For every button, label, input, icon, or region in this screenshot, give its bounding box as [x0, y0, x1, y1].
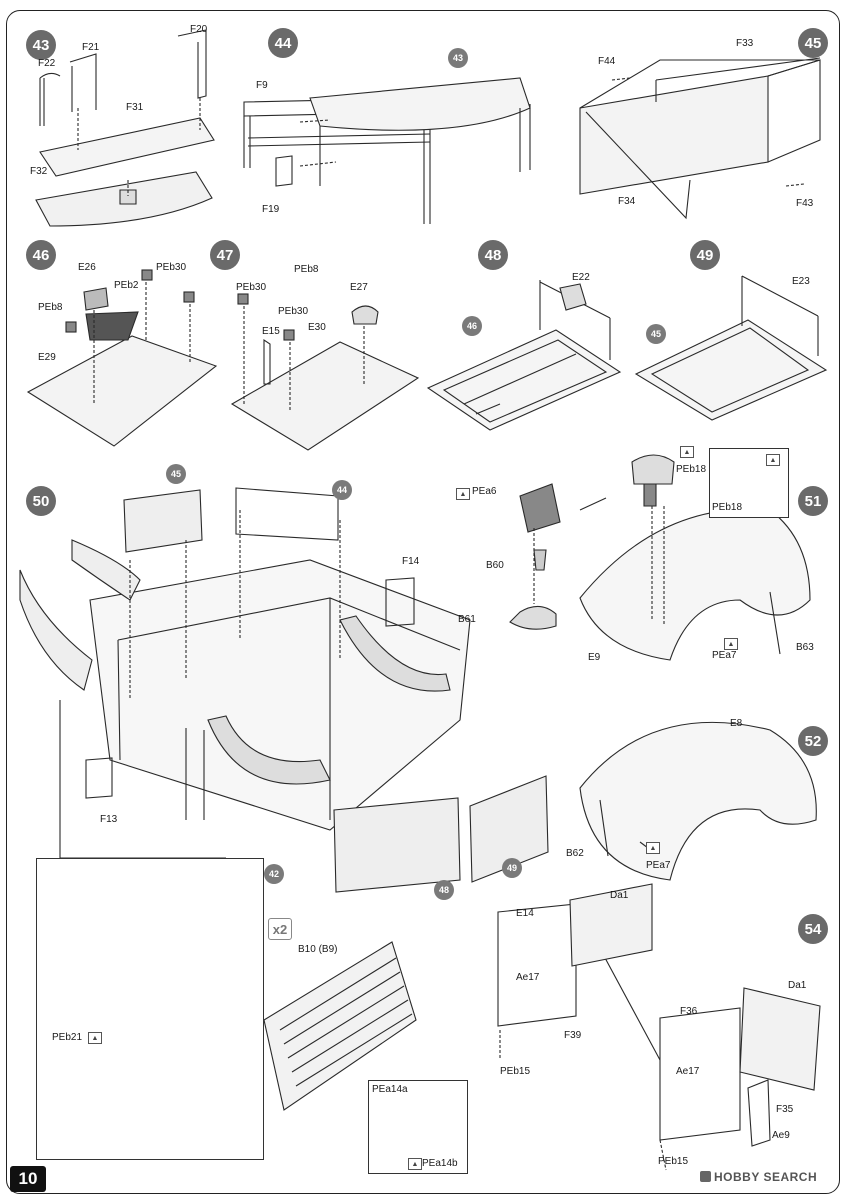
- label-E22: E22: [572, 272, 590, 283]
- label-PEb15-b: PEb15: [658, 1156, 689, 1167]
- step-49-art: [634, 275, 828, 421]
- label-PEb21: PEb21: [52, 1032, 83, 1043]
- photo-etch-icon: ▲: [766, 454, 780, 466]
- label-PEb2: PEb2: [114, 280, 139, 291]
- step-44-art: [243, 77, 531, 224]
- label-B60: B60: [486, 560, 504, 571]
- label-B10: B10 (B9): [298, 944, 338, 955]
- step-51-art: [509, 454, 811, 661]
- label-Ae17-a: Ae17: [516, 972, 540, 983]
- photo-etch-icon: ▲: [724, 638, 738, 650]
- step-52-art: [579, 721, 817, 881]
- label-PEb8-step47: PEb8: [294, 264, 319, 275]
- label-Da1-a: Da1: [610, 890, 629, 901]
- label-PEb30-step47b: PEb30: [278, 306, 309, 317]
- label-E30: E30: [308, 322, 326, 333]
- label-PEa6: PEa6: [472, 486, 497, 497]
- step-number-49: 49: [690, 240, 720, 270]
- photo-etch-icon: ▲: [646, 842, 660, 854]
- label-PEa7-step51: PEa7: [712, 650, 737, 661]
- photo-etch-icon: ▲: [456, 488, 470, 500]
- label-F20: F20: [190, 24, 208, 35]
- page-frame: [6, 10, 840, 1194]
- label-PEb30-step47a: PEb30: [236, 282, 267, 293]
- label-PEb18-a: PEb18: [676, 464, 707, 475]
- ref-49: 49: [502, 858, 522, 878]
- label-Da1-b: Da1: [788, 980, 807, 991]
- step-number-47: 47: [210, 240, 240, 270]
- watermark-text: HOBBY SEARCH: [714, 1170, 818, 1184]
- label-PEa7-step52: PEa7: [646, 860, 671, 871]
- label-F39: F39: [564, 1030, 582, 1041]
- label-F34: F34: [618, 196, 636, 207]
- ref-45-step49: 45: [646, 324, 666, 344]
- step-number-54: 54: [798, 914, 828, 944]
- label-PEa14a: PEa14a: [372, 1084, 408, 1095]
- step-number-45: 45: [798, 28, 828, 58]
- label-F44: F44: [598, 56, 616, 67]
- label-Ae17-b: Ae17: [676, 1066, 700, 1077]
- step-number-46: 46: [26, 240, 56, 270]
- label-F32: F32: [30, 166, 48, 177]
- ref-45-step50: 45: [166, 464, 186, 484]
- label-E8: E8: [730, 718, 743, 729]
- label-F36: F36: [680, 1006, 698, 1017]
- step-50-detail-inset: [36, 858, 264, 1160]
- label-F33: F33: [736, 38, 754, 49]
- step-number-44: 44: [268, 28, 298, 58]
- step-47-art: [230, 293, 420, 451]
- label-E29: E29: [38, 352, 56, 363]
- label-F19: F19: [262, 204, 280, 215]
- ref-48: 48: [434, 880, 454, 900]
- step-46-art: [26, 269, 218, 447]
- label-F13: F13: [100, 814, 118, 825]
- label-F43: F43: [796, 198, 814, 209]
- label-F14: F14: [402, 556, 420, 567]
- label-Ae9: Ae9: [772, 1130, 790, 1141]
- photo-etch-icon: ▲: [680, 446, 694, 458]
- ref-46: 46: [462, 316, 482, 336]
- photo-etch-icon: ▲: [408, 1158, 422, 1170]
- label-E27: E27: [350, 282, 368, 293]
- label-E14: E14: [516, 908, 534, 919]
- step-43-art: [35, 29, 215, 227]
- label-F35: F35: [776, 1104, 794, 1115]
- label-PEa14b: PEa14b: [422, 1158, 458, 1169]
- watermark: HOBBY SEARCH: [700, 1170, 817, 1184]
- label-PEb30-step46: PEb30: [156, 262, 187, 273]
- photo-etch-icon: ▲: [88, 1032, 102, 1044]
- label-E9: E9: [588, 652, 601, 663]
- watermark-icon: [700, 1171, 711, 1182]
- label-E23: E23: [792, 276, 810, 287]
- ref-42: 42: [264, 864, 284, 884]
- label-PEb8-step46: PEb8: [38, 302, 63, 313]
- step-45-art: [579, 57, 821, 220]
- step-number-43: 43: [26, 30, 56, 60]
- label-F21: F21: [82, 42, 100, 53]
- ref-43: 43: [448, 48, 468, 68]
- label-F9: F9: [256, 80, 268, 91]
- step-number-50: 50: [26, 486, 56, 516]
- step-54-art: [497, 883, 821, 1171]
- label-PEb18-b: PEb18: [712, 502, 743, 513]
- ref-44: 44: [332, 480, 352, 500]
- label-PEb15-a: PEb15: [500, 1066, 531, 1077]
- step-number-51: 51: [798, 486, 828, 516]
- step-number-52: 52: [798, 726, 828, 756]
- multiplier-step53: x2: [268, 918, 292, 940]
- label-E15: E15: [262, 326, 280, 337]
- label-E26: E26: [78, 262, 96, 273]
- page-number: 10: [10, 1166, 46, 1192]
- label-B61: B61: [458, 614, 476, 625]
- step-number-48: 48: [478, 240, 508, 270]
- label-B63: B63: [796, 642, 814, 653]
- label-F22: F22: [38, 58, 56, 69]
- step-50-art: [19, 487, 549, 893]
- label-F31: F31: [126, 102, 144, 113]
- label-B62: B62: [566, 848, 584, 859]
- step-48-art: [426, 280, 622, 431]
